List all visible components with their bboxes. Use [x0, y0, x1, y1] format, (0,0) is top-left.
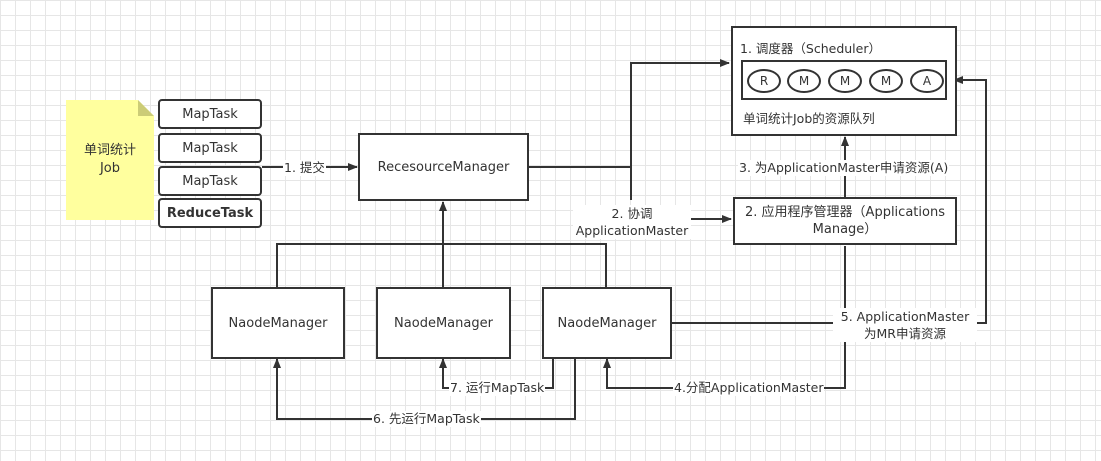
resource-queue: R M M M A	[741, 60, 947, 100]
label-request-mr-line2: 为MR申请资源	[864, 326, 946, 341]
node-manager-3[interactable]: NaodeManager	[542, 287, 672, 359]
label-run-maptask-first: 6. 先运行MapTask	[372, 411, 481, 427]
queue-slot-m1: M	[787, 69, 821, 93]
label-coordinate-line1: 2. 协调	[611, 206, 653, 221]
job-note-line2: Job	[99, 161, 121, 176]
queue-slot-m2: M	[828, 69, 862, 93]
task-reducetask[interactable]: ReduceTask	[158, 198, 262, 228]
label-request-am: 3. 为ApplicationMaster申请资源(A)	[738, 160, 950, 176]
label-coordinate-line2: ApplicationMaster	[575, 223, 689, 238]
label-submit: 1. 提交	[283, 160, 326, 176]
edge-request-mr	[672, 76, 987, 324]
scheduler-caption: 单词统计Job的资源队列	[743, 111, 875, 126]
queue-slot-m3: M	[869, 69, 903, 93]
queue-slot-r: R	[747, 69, 781, 93]
edge-nm-bus	[276, 243, 607, 287]
queue-slot-a: A	[910, 69, 944, 93]
node-manager-1[interactable]: NaodeManager	[211, 287, 345, 359]
resource-manager-box[interactable]: RecesourceManager	[358, 133, 529, 201]
app-manager-box[interactable]: 2. 应用程序管理器（Applications Manage）	[733, 197, 957, 245]
job-note-line1: 单词统计	[83, 143, 136, 158]
label-request-mr: 5. ApplicationMaster 为MR申请资源	[833, 308, 977, 342]
label-coordinate: 2. 协调 ApplicationMaster	[573, 205, 691, 239]
label-allocate-am: 4.分配ApplicationMaster	[673, 380, 825, 396]
job-note: 单词统计 Job	[66, 100, 154, 220]
label-request-mr-line1: 5. ApplicationMaster	[840, 309, 970, 324]
app-manager-line1: 2. 应用程序管理器（Applications	[745, 205, 945, 220]
task-maptask-2[interactable]: MapTask	[158, 133, 262, 163]
task-maptask-3[interactable]: MapTask	[158, 166, 262, 196]
scheduler-title: 1. 调度器（Scheduler）	[740, 41, 881, 56]
node-manager-2[interactable]: NaodeManager	[376, 287, 511, 359]
app-manager-line2: Manage）	[812, 222, 878, 237]
edge-rm-to-scheduler	[528, 59, 730, 168]
label-run-maptask: 7. 运行MapTask	[449, 380, 546, 396]
task-maptask-1[interactable]: MapTask	[158, 99, 262, 129]
